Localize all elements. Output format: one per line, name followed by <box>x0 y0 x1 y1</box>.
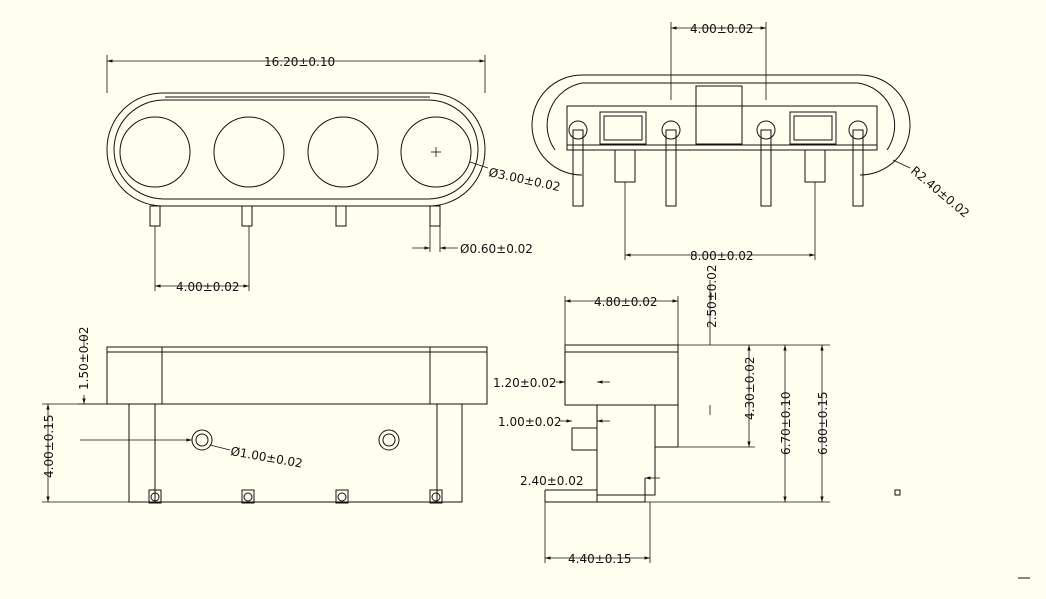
top-body <box>566 105 878 151</box>
dim-right-top-offset: 2.50±0.02 <box>705 265 719 329</box>
profile-view: 4.80±0.02 2.50±0.02 1.20±0.02 1.00±0.02 … <box>493 265 830 566</box>
front-inner-body <box>113 99 479 200</box>
dim-top-pitch: 4.00±0.02 <box>690 22 754 36</box>
side-hole-right <box>378 429 400 451</box>
top-pins <box>568 120 868 207</box>
top-post-right <box>804 149 826 183</box>
dim-top-radius: R2.40±0.02 <box>908 164 972 221</box>
front-outer-body <box>106 92 486 207</box>
top-outline <box>531 74 911 176</box>
dim-right-base: 4.40±0.15 <box>568 552 632 566</box>
top-center-block <box>695 85 743 145</box>
dim-front-pin-pitch: 4.00±0.02 <box>176 280 240 294</box>
dim-hole-diameter: Ø3.00±0.02 <box>487 165 561 194</box>
dim-pin-diameter: Ø0.60±0.02 <box>460 242 533 256</box>
top-view: 4.00±0.02 8.00±0.02 R2.40±0.02 <box>531 22 972 263</box>
side-hole-left <box>191 429 213 451</box>
dim-right-width: 4.80±0.02 <box>594 295 658 309</box>
side-pins <box>148 489 443 504</box>
front-view: 16.20±0.10 Ø3.00±0.02 4.00±0.02 Ø0.60±0.… <box>106 55 562 294</box>
side-view: 1.50±0.02 4.00±0.15 Ø1.00±0.02 <box>42 327 488 504</box>
dim-right-h1: 4.30±0.02 <box>743 357 757 421</box>
dim-right-pin: 2.40±0.02 <box>520 474 584 488</box>
profile-body <box>596 404 656 496</box>
front-pin-4 <box>429 205 441 227</box>
led-hole-2 <box>213 116 285 188</box>
side-body <box>128 403 463 503</box>
grip-marker <box>894 489 901 496</box>
profile-stub <box>571 427 598 451</box>
top-post-left <box>614 149 636 183</box>
front-pin-2 <box>241 205 253 227</box>
dim-side-total-height: 4.00±0.15 <box>42 415 56 479</box>
top-window-left <box>599 111 647 145</box>
profile-top <box>564 344 679 406</box>
dim-side-hole: Ø1.00±0.02 <box>229 444 303 470</box>
dim-front-width: 16.20±0.10 <box>264 55 335 69</box>
front-pin-1 <box>149 205 161 227</box>
dim-side-top-height: 1.50±0.02 <box>77 327 91 391</box>
dim-right-step2: 1.00±0.02 <box>498 415 562 429</box>
led-hole-1 <box>119 116 191 188</box>
dim-right-h2: 6.70±0.10 <box>779 392 793 456</box>
front-pin-3 <box>335 205 347 227</box>
dim-top-span: 8.00±0.02 <box>690 249 754 263</box>
led-hole-4 <box>400 116 472 188</box>
dim-right-step1: 1.20±0.02 <box>493 376 557 390</box>
dim-right-h3: 6.80±0.15 <box>816 392 830 456</box>
top-window-right <box>789 111 837 145</box>
led-hole-3 <box>307 116 379 188</box>
